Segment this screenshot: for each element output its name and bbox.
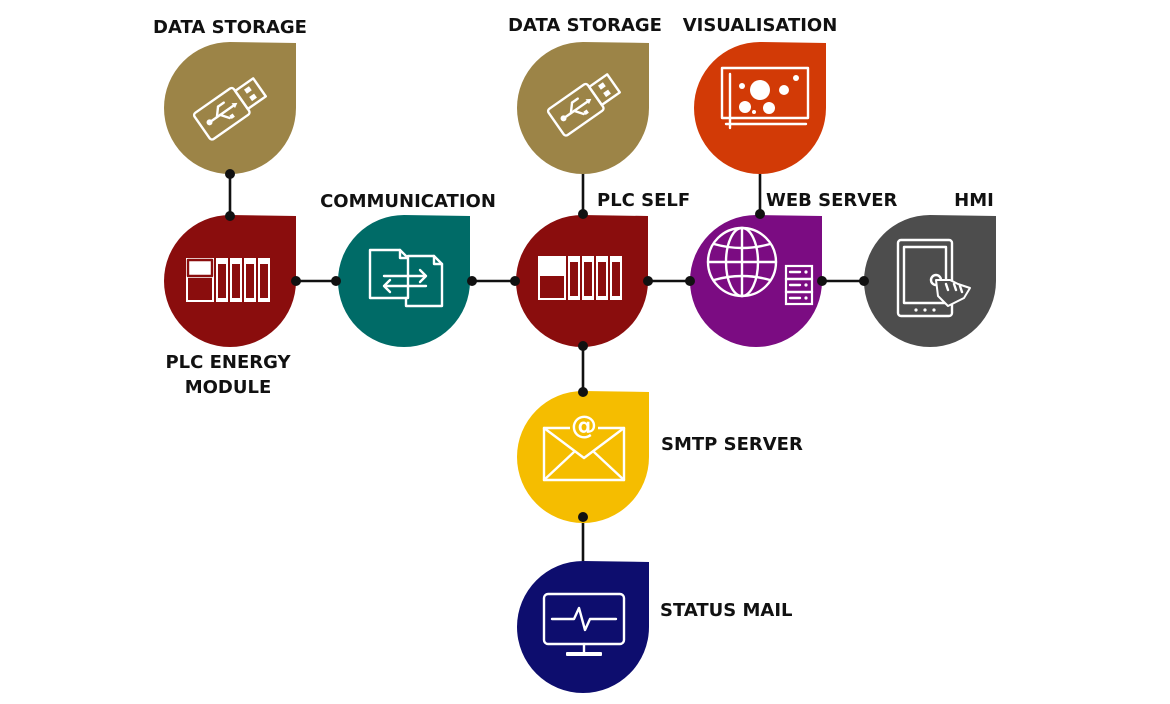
node-hmi [864, 215, 996, 347]
bubble-chart-icon [720, 66, 810, 130]
node-shape [338, 215, 470, 347]
svg-text:@: @ [571, 411, 597, 441]
connector-dots [225, 169, 869, 522]
label-visualisation: VISUALISATION [683, 15, 838, 36]
heartbeat-monitor-icon [542, 592, 626, 656]
node-plc-energy [164, 215, 296, 347]
dot [578, 512, 588, 522]
dot [578, 341, 588, 351]
email-envelope-icon: @ [542, 411, 626, 482]
dot [578, 387, 588, 397]
node-plc-self [516, 215, 648, 347]
dot [643, 276, 653, 286]
tablet-touch-icon [896, 238, 971, 318]
dot [225, 169, 235, 179]
dot [291, 276, 301, 286]
label-data-storage-left: DATA STORAGE [153, 17, 307, 38]
globe-server-icon [706, 226, 814, 306]
label-smtp-server: SMTP SERVER [661, 434, 803, 455]
node-data-storage-mid [517, 42, 649, 174]
label-hmi: HMI [954, 190, 994, 211]
connectors [228, 168, 864, 561]
node-web-server [690, 215, 822, 347]
label-communication: COMMUNICATION [320, 191, 496, 212]
label-plc-energy-line2: MODULE [185, 377, 272, 398]
dot [510, 276, 520, 286]
label-plc-energy-line1: PLC ENERGY [165, 352, 291, 373]
usb-stick-icon [192, 77, 267, 141]
node-shape [694, 42, 826, 174]
usb-stick-icon [546, 73, 621, 137]
dot [817, 276, 827, 286]
dot [331, 276, 341, 286]
label-plc-self: PLC SELF [597, 190, 690, 211]
dot [467, 276, 477, 286]
node-smtp-server: @ [517, 391, 649, 523]
label-status-mail: STATUS MAIL [660, 600, 793, 621]
plc-rack-icon [186, 258, 270, 302]
node-communication [338, 215, 470, 347]
label-web-server: WEB SERVER [766, 190, 897, 211]
plc-rack-icon [538, 256, 622, 300]
dot [859, 276, 869, 286]
dot [685, 276, 695, 286]
file-transfer-icon [368, 248, 444, 308]
dot [578, 209, 588, 219]
node-status-mail [517, 561, 649, 693]
node-data-storage-left [164, 42, 296, 174]
dot [755, 209, 765, 219]
dot [225, 211, 235, 221]
node-shape [517, 42, 649, 174]
label-data-storage-mid: DATA STORAGE [508, 15, 662, 36]
node-visualisation [694, 42, 826, 174]
